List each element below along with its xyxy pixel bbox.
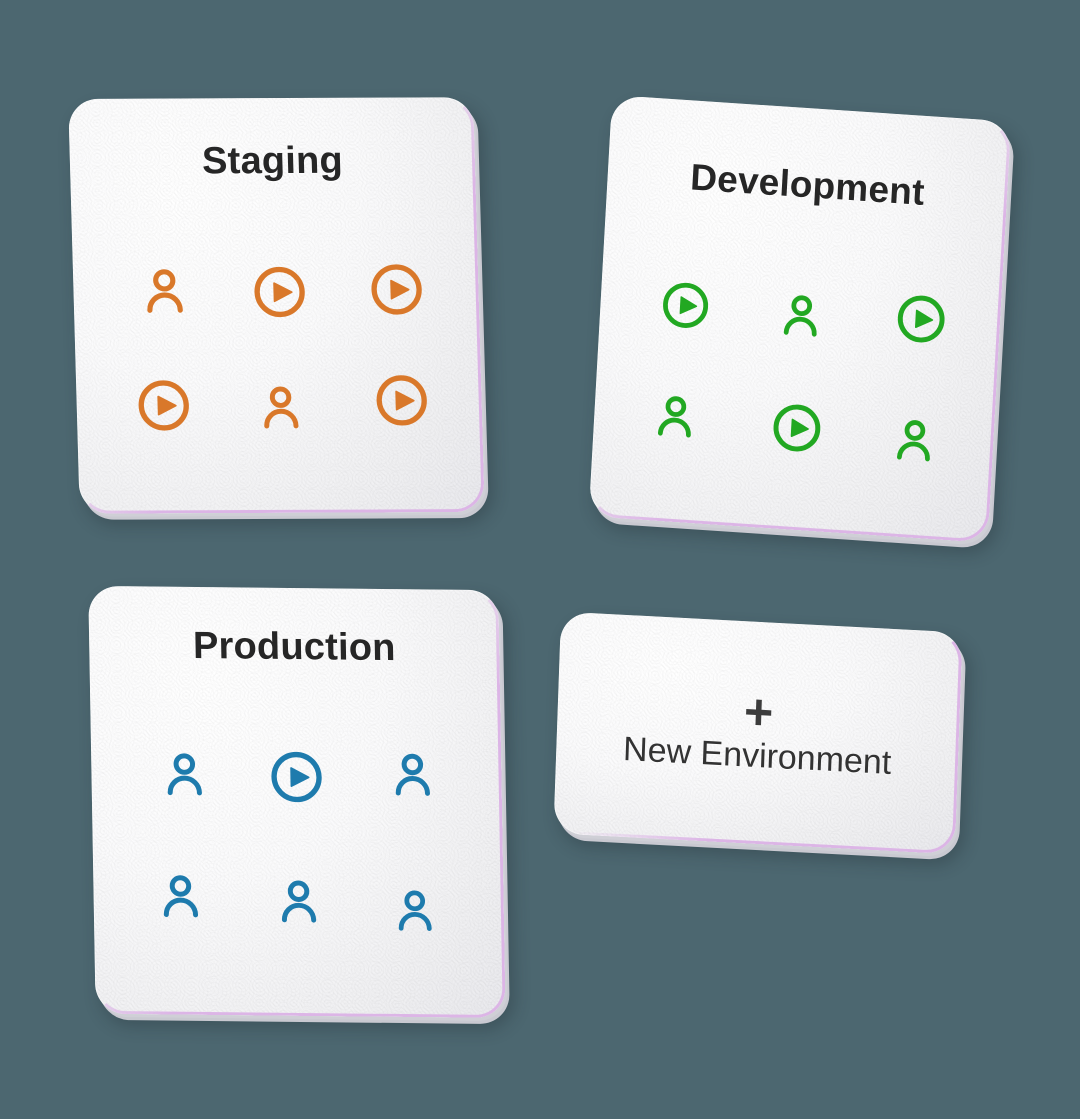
card-title-development: Development bbox=[689, 156, 926, 213]
icon-grid-development bbox=[622, 255, 975, 482]
user-icon[interactable] bbox=[125, 838, 237, 953]
icon-grid-production bbox=[131, 718, 465, 949]
user-icon[interactable] bbox=[359, 853, 471, 968]
user-icon[interactable] bbox=[128, 716, 240, 831]
user-icon[interactable] bbox=[106, 236, 222, 344]
play-circle-icon[interactable] bbox=[626, 251, 745, 361]
icon-grid-staging bbox=[106, 237, 452, 453]
user-icon[interactable] bbox=[357, 717, 469, 832]
new-environment-card[interactable]: + New Environment bbox=[553, 611, 963, 855]
play-circle-icon[interactable] bbox=[861, 264, 980, 374]
new-environment-label: New Environment bbox=[622, 729, 892, 782]
card-title-staging: Staging bbox=[201, 139, 344, 183]
play-circle-icon[interactable] bbox=[737, 373, 856, 483]
user-icon[interactable] bbox=[223, 353, 339, 461]
play-circle-icon[interactable] bbox=[344, 347, 460, 455]
play-circle-icon[interactable] bbox=[339, 235, 455, 343]
user-icon[interactable] bbox=[741, 260, 860, 370]
plus-icon: + bbox=[743, 683, 775, 741]
environment-card-development[interactable]: Development bbox=[588, 95, 1012, 543]
user-icon[interactable] bbox=[616, 361, 735, 471]
user-icon[interactable] bbox=[243, 843, 355, 958]
play-circle-icon[interactable] bbox=[241, 719, 353, 834]
environment-card-production[interactable]: Production bbox=[88, 585, 506, 1019]
user-icon[interactable] bbox=[855, 385, 974, 495]
environment-card-staging[interactable]: Staging bbox=[68, 97, 485, 514]
play-circle-icon[interactable] bbox=[221, 238, 337, 346]
play-circle-icon[interactable] bbox=[105, 352, 221, 460]
card-title-production: Production bbox=[192, 624, 396, 670]
